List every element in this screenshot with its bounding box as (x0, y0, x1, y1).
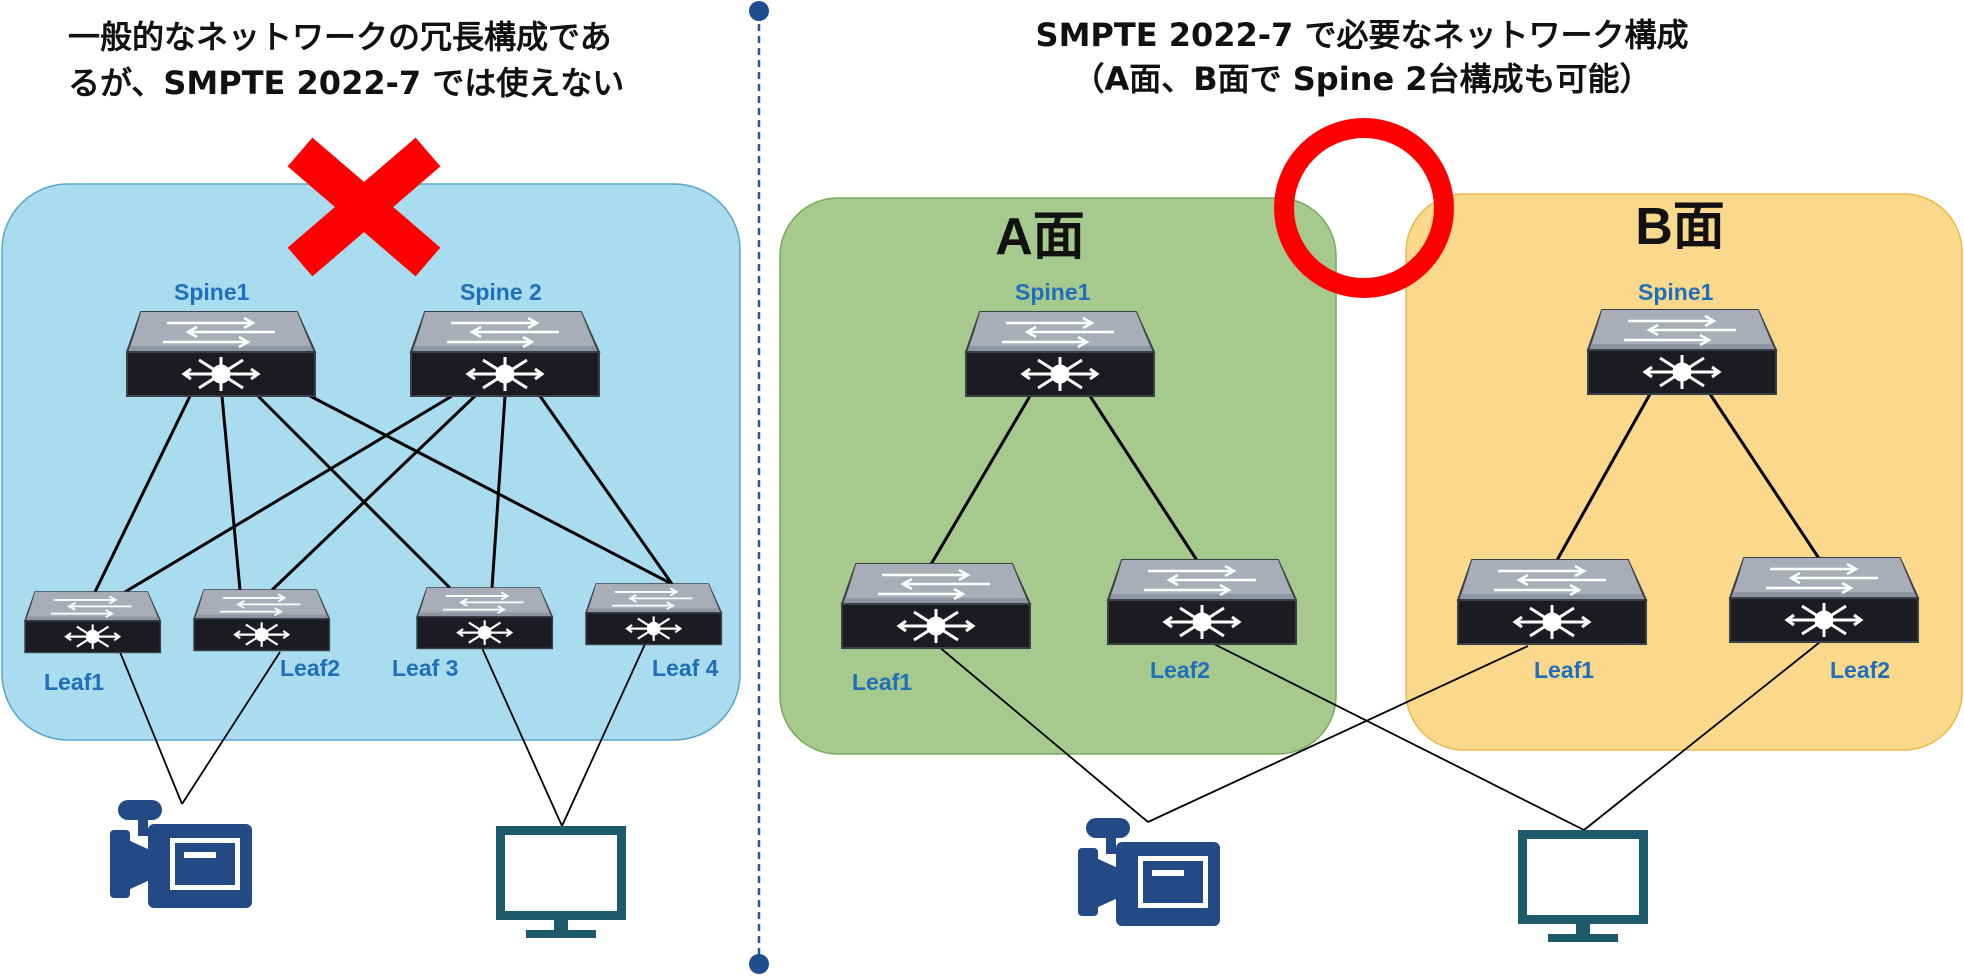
left-links (93, 394, 674, 594)
b-spine1-label: Spine1 (1638, 279, 1714, 305)
a-spine1-switch-icon (964, 310, 1156, 398)
a-leaf2-switch-icon (1106, 558, 1298, 646)
right-video-camera-icon (1078, 818, 1220, 926)
plane-a-links (928, 395, 1200, 567)
leaf4-label: Leaf 4 (652, 655, 719, 681)
a-leaf2-label: Leaf2 (1150, 657, 1210, 683)
left-network-panel (1, 183, 741, 741)
spine2-label: Spine 2 (460, 279, 542, 305)
b-leaf1-switch-icon (1456, 558, 1648, 646)
right-title-line2: （A面、B面で Spine 2台構成も可能） (1072, 60, 1651, 98)
left-monitor-icon (496, 826, 626, 938)
leaf3-label: Leaf 3 (392, 655, 458, 681)
spine1-label: Spine1 (174, 279, 250, 305)
a-leaf1-switch-icon (840, 562, 1032, 650)
leaf2-label: Leaf2 (280, 655, 340, 681)
right-device-links (937, 641, 1821, 831)
circle-mark-icon (1274, 118, 1454, 298)
leaf3-switch-icon (415, 586, 554, 650)
b-leaf1-label: Leaf1 (1534, 657, 1594, 683)
leaf1-switch-icon (23, 590, 162, 654)
center-divider (749, 1, 769, 974)
left-video-camera-icon (110, 800, 252, 908)
right-title-line1: SMPTE 2022-7 で必要なネットワーク構成 (1036, 16, 1689, 54)
left-title-line1: 一般的なネットワークの冗長構成であ (68, 18, 612, 56)
plane-b-label: B面 (1635, 198, 1725, 256)
left-title-line2: るが、SMPTE 2022-7 では使えない (68, 64, 624, 102)
b-leaf2-label: Leaf2 (1830, 657, 1890, 683)
plane-a-label: A面 (995, 208, 1085, 266)
a-leaf1-label: Leaf1 (852, 669, 912, 695)
spine2-switch-icon (409, 310, 601, 398)
b-leaf2-switch-icon (1728, 556, 1920, 644)
right-monitor-icon (1518, 830, 1648, 942)
spine1-switch-icon (125, 310, 317, 398)
a-spine1-label: Spine1 (1015, 279, 1091, 305)
cross-mark-icon (287, 137, 441, 277)
leaf1-label: Leaf1 (44, 669, 104, 695)
b-spine1-switch-icon (1586, 308, 1778, 396)
leaf2-switch-icon (192, 588, 331, 652)
plane-b-links (1554, 393, 1822, 563)
left-device-links (119, 643, 646, 827)
leaf4-switch-icon (584, 582, 723, 646)
